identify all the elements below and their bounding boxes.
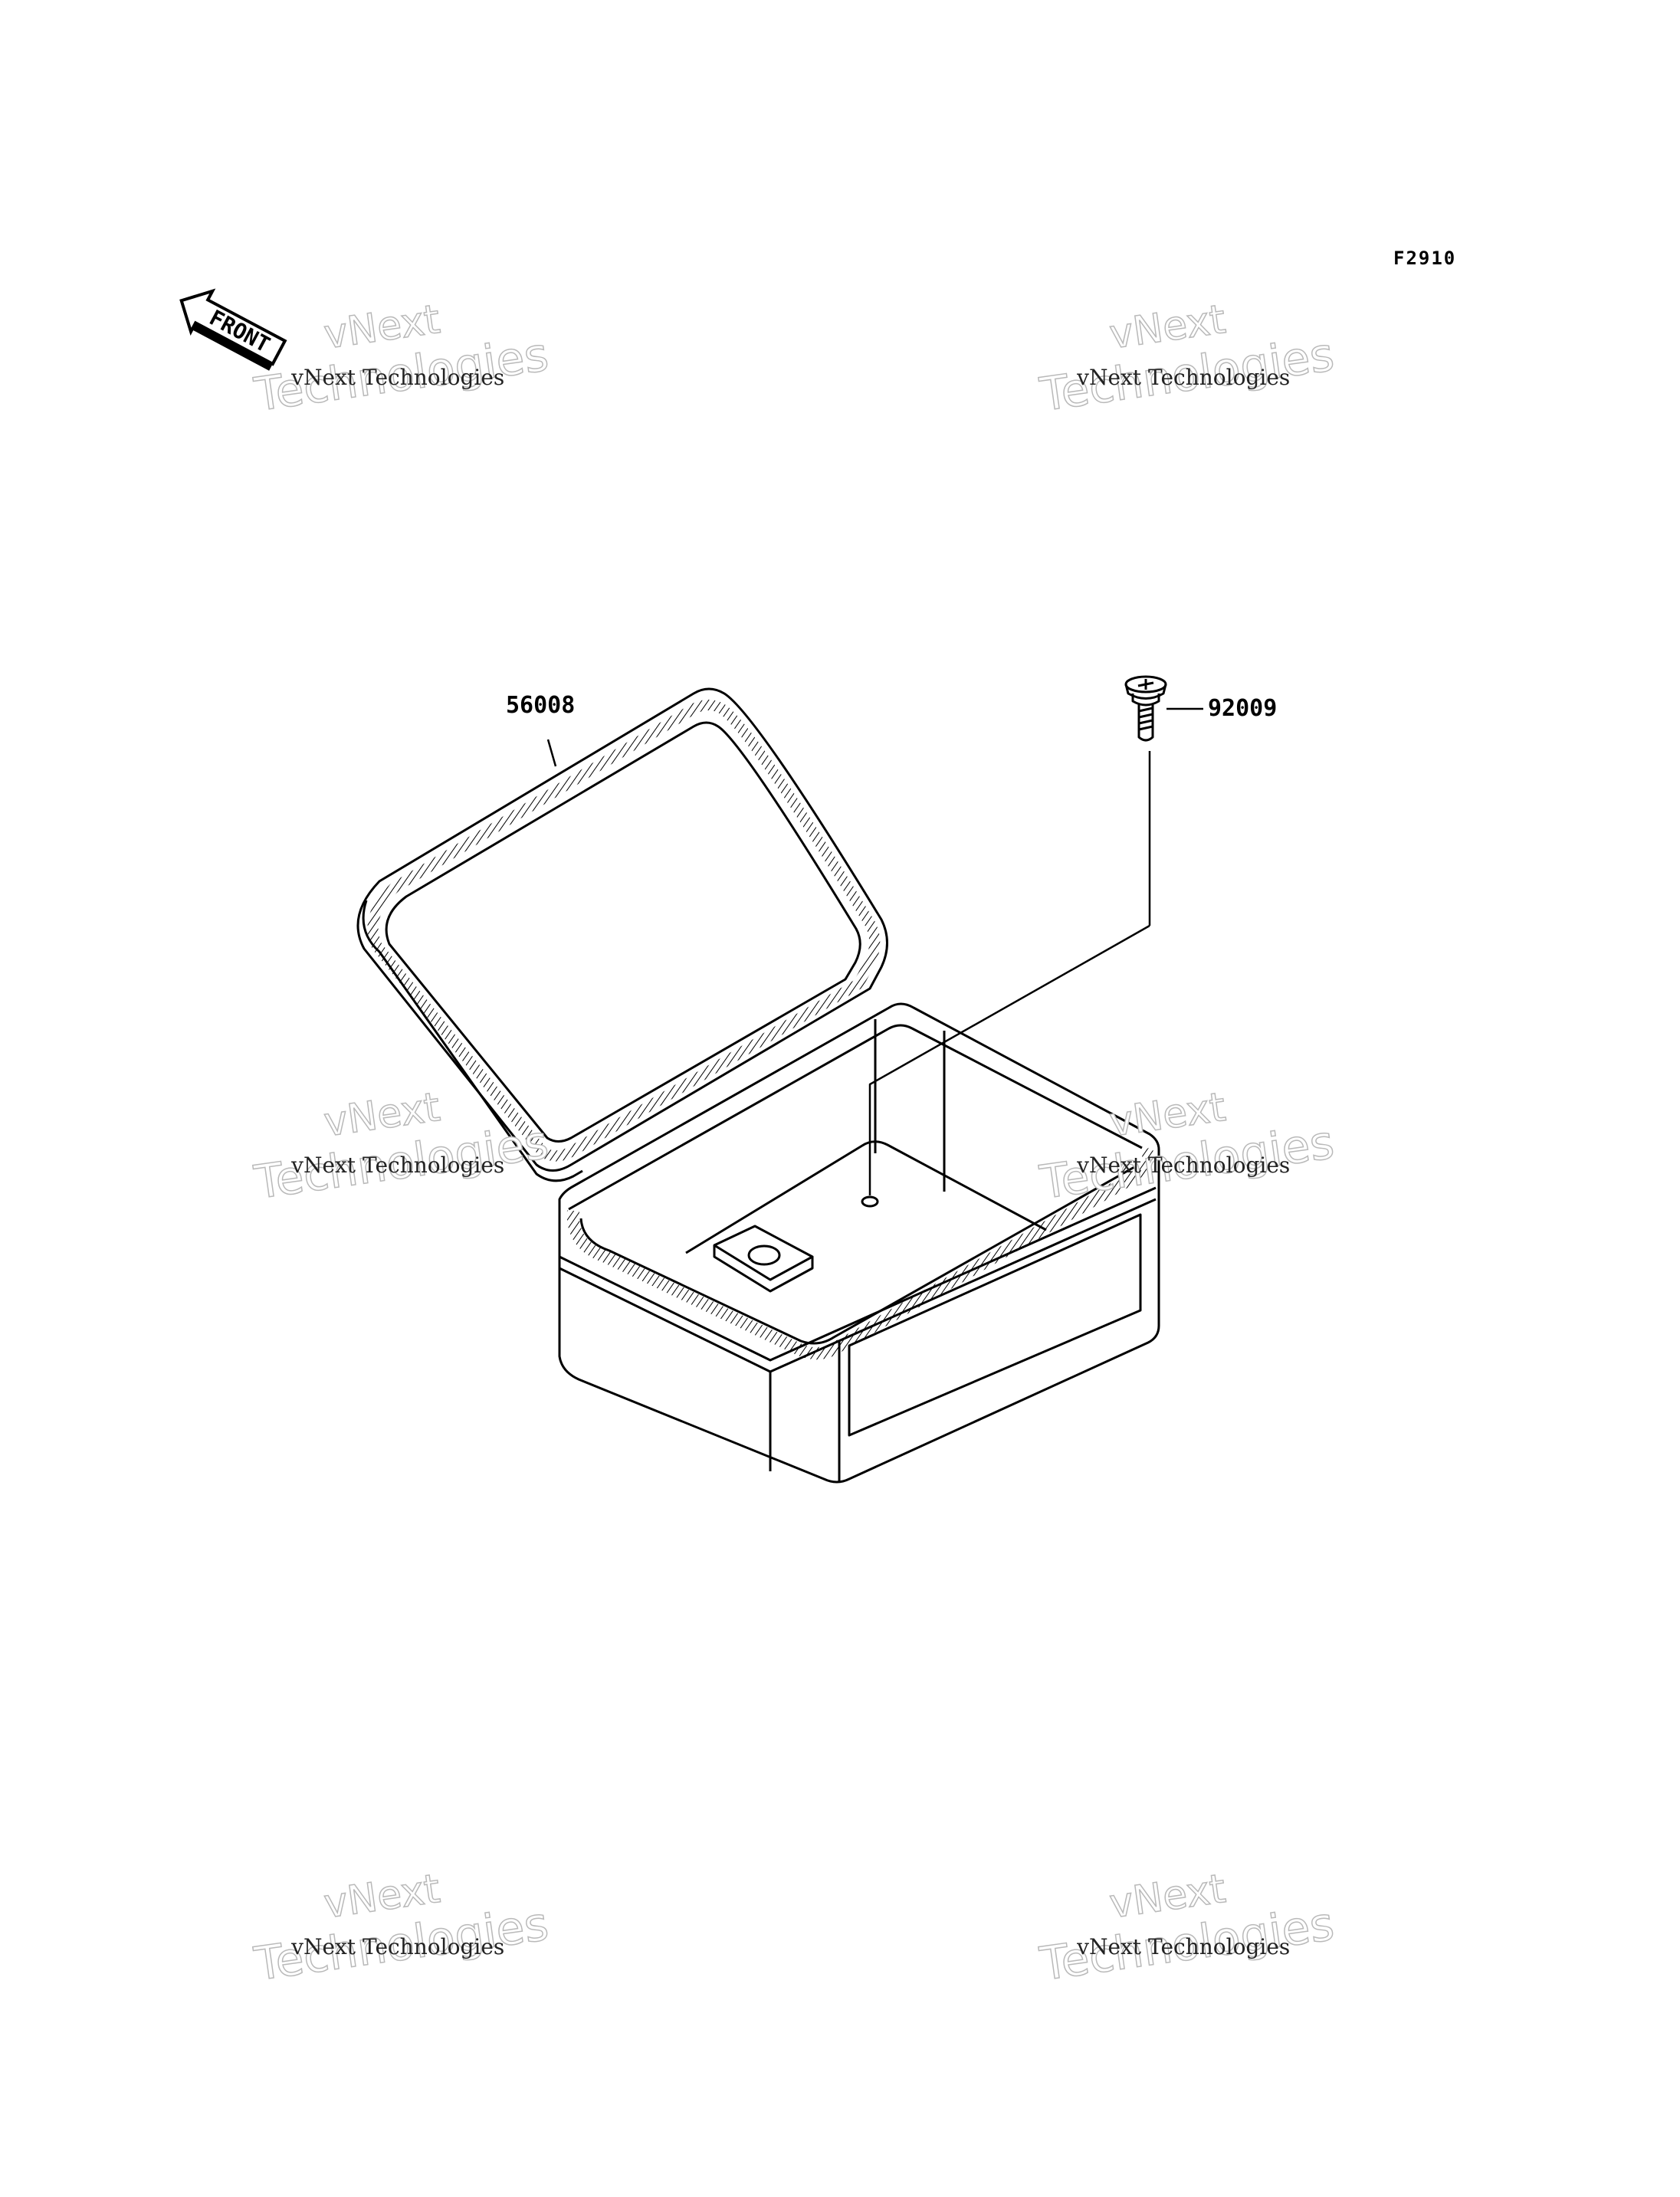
figure-code: F2910 — [1393, 248, 1457, 269]
part-number-92009: 92009 — [1208, 695, 1278, 722]
part-number-56008: 56008 — [506, 692, 576, 719]
leader-lines — [546, 707, 1203, 1195]
lid — [356, 687, 888, 1182]
front-arrow-icon: FRONT — [179, 288, 287, 371]
box-body — [558, 1002, 1160, 1484]
screw — [1124, 675, 1167, 742]
